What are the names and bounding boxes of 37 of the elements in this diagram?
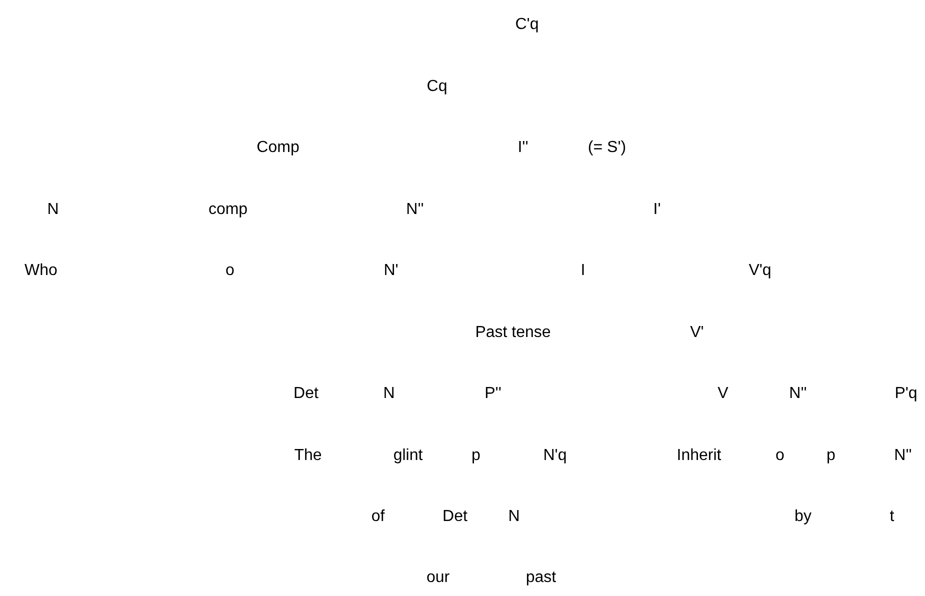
tree-label: N [47, 200, 59, 220]
tree-label: N'' [789, 384, 807, 404]
tree-label: V'q [748, 262, 772, 280]
tree-label: P'q [894, 384, 918, 404]
tree-label: I' [653, 200, 661, 220]
tree-label: by [794, 508, 812, 526]
tree-label: our [426, 568, 450, 588]
tree-label: comp [208, 200, 248, 220]
tree-label: I [580, 262, 586, 280]
tree-label: of [371, 508, 385, 526]
tree-label: The [294, 446, 322, 466]
tree-label: p [472, 446, 480, 466]
tree-label: V [718, 384, 728, 404]
tree-label: N' [384, 262, 398, 280]
tree-label: Inherit [676, 446, 722, 466]
tree-label: N'' [894, 446, 912, 466]
tree-label: Det [442, 508, 468, 526]
tree-label: o [776, 446, 784, 466]
tree-label: p [826, 446, 836, 466]
tree-label: Cq [426, 78, 448, 96]
tree-label: I'' [518, 138, 528, 158]
tree-label: N [508, 508, 520, 526]
tree-label: t [890, 508, 894, 526]
tree-label: P'' [484, 384, 502, 404]
tree-label: (= S') [588, 138, 626, 158]
tree-label: C'q [515, 16, 539, 34]
tree-label: N'q [543, 446, 567, 466]
tree-label: Comp [256, 138, 300, 158]
tree-label: N [383, 384, 395, 404]
tree-label: N'' [406, 200, 424, 220]
tree-label: Past tense [475, 324, 551, 342]
tree-label: glint [393, 446, 423, 466]
tree-label: V' [690, 324, 704, 342]
tree-label: past [526, 568, 556, 588]
tree-label: o [226, 262, 234, 280]
tree-label: Who [24, 262, 58, 280]
tree-label: Det [294, 384, 318, 404]
